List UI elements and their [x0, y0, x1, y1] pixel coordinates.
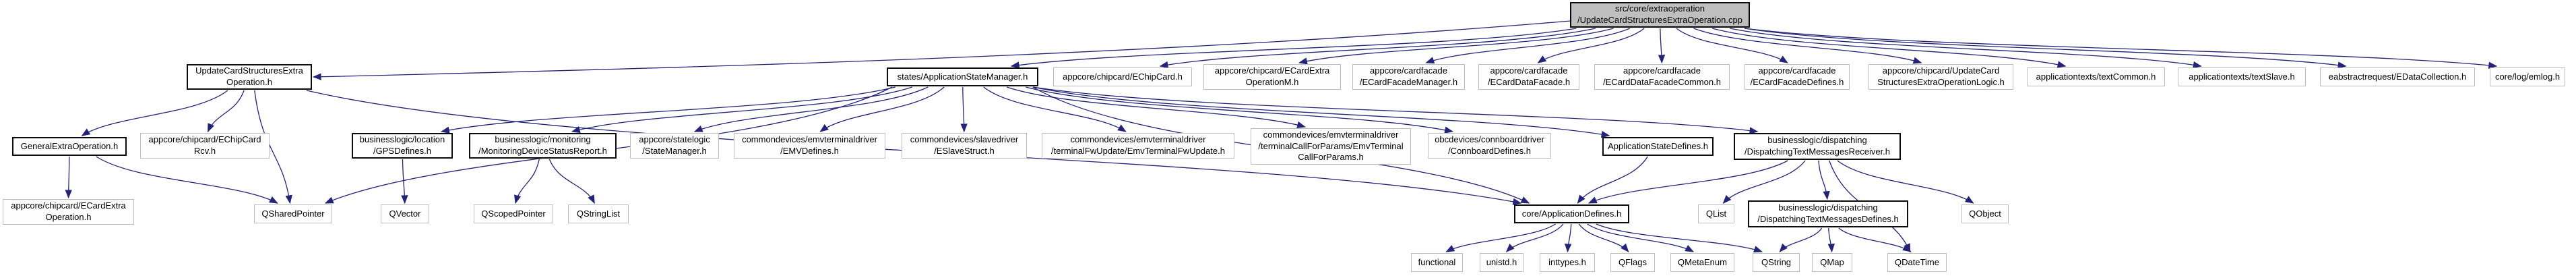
edge-3-24 — [1026, 86, 1454, 134]
edge-3-26 — [1032, 86, 1759, 134]
graph-node-businesslogic-dispatching-dispatchingtextmessagesdefines-h[interactable]: businesslogic/dispatching /DispatchingTe… — [1748, 200, 1908, 227]
edge-32-41 — [1596, 223, 1763, 253]
graph-node-qmap[interactable]: QMap — [1812, 253, 1852, 272]
edge-1-5 — [1298, 28, 1614, 65]
edge-32-36 — [1445, 223, 1556, 252]
edge-26-35 — [1837, 160, 1974, 204]
graph-node-appcore-chipcard-ecardextraoperationm-h[interactable]: appcore/chipcard/ECardExtra OperationM.h — [1203, 64, 1341, 90]
graph-node-qsharedpointer[interactable]: QSharedPointer — [254, 204, 332, 223]
edge-26-34 — [1818, 160, 1830, 200]
edge-2-28 — [254, 90, 292, 204]
graph-node-applicationstatedefines-h[interactable]: ApplicationStateDefines.h — [1602, 137, 1714, 156]
graph-node-core-log-emlog-h[interactable]: core/log/emlog.h — [2490, 67, 2565, 86]
graph-node-businesslogic-monitoring-monitoringdevicestatusreport-h[interactable]: businesslogic/monitoring /MonitoringDevi… — [469, 133, 617, 159]
edge-1-11 — [1711, 28, 2067, 68]
edge-32-39 — [1578, 223, 1629, 252]
graph-node-appcore-chipcard-updatecardstructuresextraoperationlogic-h[interactable]: appcore/chipcard/UpdateCard StructuresEx… — [1868, 64, 2013, 90]
edge-15-28 — [96, 156, 278, 204]
edge-3-19 — [693, 86, 929, 132]
graph-node-qstringlist[interactable]: QStringList — [568, 204, 629, 223]
edge-26-33 — [1722, 160, 1806, 204]
graph-node-appcore-chipcard-ecardextraoperation-h[interactable]: appcore/chipcard/ECardExtra Operation.h — [3, 199, 134, 225]
graph-node-businesslogic-location-gpsdefines-h[interactable]: businesslogic/location /GPSDefines.h — [352, 133, 453, 159]
edge-34-43 — [1838, 227, 1912, 252]
graph-node-updatecardstructuresextraoperation-h[interactable]: UpdateCardStructuresExtra Operation.h — [187, 64, 312, 90]
graph-node-qmetaenum[interactable]: QMetaEnum — [1670, 253, 1734, 272]
edge-1-14 — [1744, 28, 2498, 69]
edge-3-18 — [571, 86, 912, 134]
edge-1-6 — [1425, 28, 1630, 64]
edge-32-38 — [1564, 223, 1572, 253]
graph-node-applicationtexts-textslave-h[interactable]: applicationtexts/textSlave.h — [2178, 67, 2306, 86]
edge-34-42 — [1827, 227, 1835, 253]
edge-3-17 — [440, 86, 896, 134]
edge-1-8 — [1658, 28, 1666, 64]
edge-18-30 — [514, 159, 540, 204]
graph-node-appcore-cardfacade-ecardfacadedefines-h[interactable]: appcore/cardfacade /ECardFacadeDefines.h — [1745, 64, 1850, 90]
edge-1-12 — [1729, 28, 2202, 69]
edge-1-13 — [1744, 28, 2347, 69]
graph-node-businesslogic-dispatching-dispatchingtextmessagesreceiver-h[interactable]: businesslogic/dispatching /DispatchingTe… — [1734, 133, 1901, 160]
edge-34-41 — [1779, 227, 1823, 252]
graph-node-qobject[interactable]: QObject — [1961, 204, 2009, 223]
graph-node-inttypes-h[interactable]: inttypes.h — [1540, 253, 1595, 272]
graph-node-qscopedpointer[interactable]: QScopedPointer — [474, 204, 553, 223]
graph-node-core-applicationdefines-h[interactable]: core/ApplicationDefines.h — [1514, 204, 1629, 223]
graph-node-appcore-cardfacade-ecarddatafacade-h[interactable]: appcore/cardfacade /ECardDataFacade.h — [1478, 64, 1579, 90]
graph-node-qstring[interactable]: QString — [1753, 253, 1800, 272]
edge-2-16 — [208, 90, 245, 133]
edge-1-4 — [1159, 28, 1596, 69]
edge-3-20 — [819, 86, 945, 132]
graph-node-src-core-extraoperation-updatecardstructuresextraoperation-cpp: src/core/extraoperation /UpdateCardStruc… — [1570, 2, 1750, 28]
graph-node-appcore-statelogic-statemanager-h[interactable]: appcore/statelogic /StateManager.h — [630, 133, 719, 159]
edge-3-22 — [983, 86, 1127, 132]
graph-node-commondevices-slavedriver-eslavestruct-h[interactable]: commondevices/slavedriver /ESlaveStruct.… — [902, 133, 1027, 159]
edge-1-7 — [1537, 28, 1645, 63]
edge-32-40 — [1587, 223, 1695, 252]
graph-node-appcore-cardfacade-ecarddatafacadecommon-h[interactable]: appcore/cardfacade /ECardDataFacadeCommo… — [1594, 64, 1730, 90]
graph-node-obcdevices-connboarddriver-connboarddefines-h[interactable]: obcdevices/connboarddriver /ConnboardDef… — [1428, 133, 1551, 159]
graph-node-applicationtexts-textcommon-h[interactable]: applicationtexts/textCommon.h — [2027, 67, 2165, 86]
edge-17-29 — [401, 159, 408, 204]
edge-1-9 — [1676, 28, 1788, 63]
graph-node-qflags[interactable]: QFlags — [1610, 253, 1655, 272]
graph-node-states-applicationstatemanager-h[interactable]: states/ApplicationStateManager.h — [887, 67, 1038, 86]
edge-32-37 — [1505, 223, 1564, 252]
edge-1-3 — [1010, 28, 1577, 69]
graph-node-qlist[interactable]: QList — [1698, 204, 1734, 223]
edge-18-31 — [548, 159, 595, 204]
graph-node-unistd-h[interactable]: unistd.h — [1480, 253, 1523, 272]
edge-1-10 — [1693, 28, 1922, 64]
graph-node-qvector[interactable]: QVector — [381, 204, 429, 223]
graph-node-appcore-cardfacade-ecardfacademanager-h[interactable]: appcore/cardfacade /ECardFacadeManager.h — [1352, 64, 1465, 90]
graph-node-appcore-chipcard-echipcardrcv-h[interactable]: appcore/chipcard/EChipCard Rcv.h — [140, 133, 270, 159]
edge-25-32 — [1577, 156, 1648, 204]
graph-node-commondevices-emvterminaldriver-terminalcallforparams-emvterminalcallforparams-h[interactable]: commondevices/emvterminaldriver /termina… — [1251, 128, 1411, 165]
graph-node-commondevices-emvterminaldriver-terminalfwupdate-emvterminalfwupdate-h[interactable]: commondevices/emvterminaldriver /termina… — [1042, 133, 1234, 159]
graph-node-generalextraoperation-h[interactable]: GeneralExtraOperation.h — [12, 137, 127, 156]
edge-3-25 — [1032, 86, 1610, 138]
graph-node-eabstractrequest-edatacollection-h[interactable]: eabstractrequest/EDataCollection.h — [2320, 67, 2475, 86]
edge-3-21 — [960, 86, 968, 133]
graph-node-appcore-chipcard-echipcard-h[interactable]: appcore/chipcard/EChipCard.h — [1053, 67, 1192, 86]
edge-2-15 — [81, 90, 228, 136]
graph-node-functional[interactable]: functional — [1411, 253, 1463, 272]
edge-3-23 — [1006, 86, 1306, 128]
graph-node-qdatetime[interactable]: QDateTime — [1887, 253, 1947, 272]
graph-node-commondevices-emvterminaldriver-emvdefines-h[interactable]: commondevices/emvterminaldriver /EMVDefi… — [734, 133, 885, 159]
edge-26-32 — [1588, 160, 1788, 204]
edge-1-2 — [312, 20, 1571, 80]
